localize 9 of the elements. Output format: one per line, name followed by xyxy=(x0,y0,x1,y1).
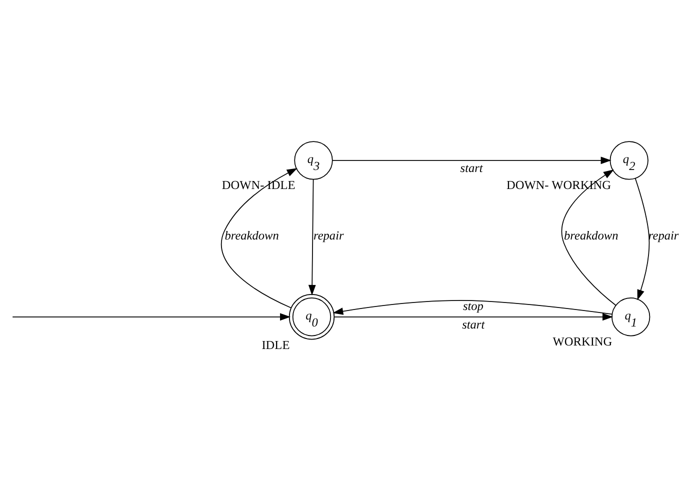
edge-label: breakdown xyxy=(224,228,279,242)
edge-label: start xyxy=(460,160,483,175)
node-label: IDLE xyxy=(262,338,290,352)
edge-label: repair xyxy=(314,228,344,242)
edge-label: breakdown xyxy=(564,228,618,242)
node-label: WORKING xyxy=(552,334,612,348)
edge-label: start xyxy=(462,316,485,331)
edge-label: stop xyxy=(462,298,484,313)
node-label: DOWN- IDLE xyxy=(222,178,296,192)
